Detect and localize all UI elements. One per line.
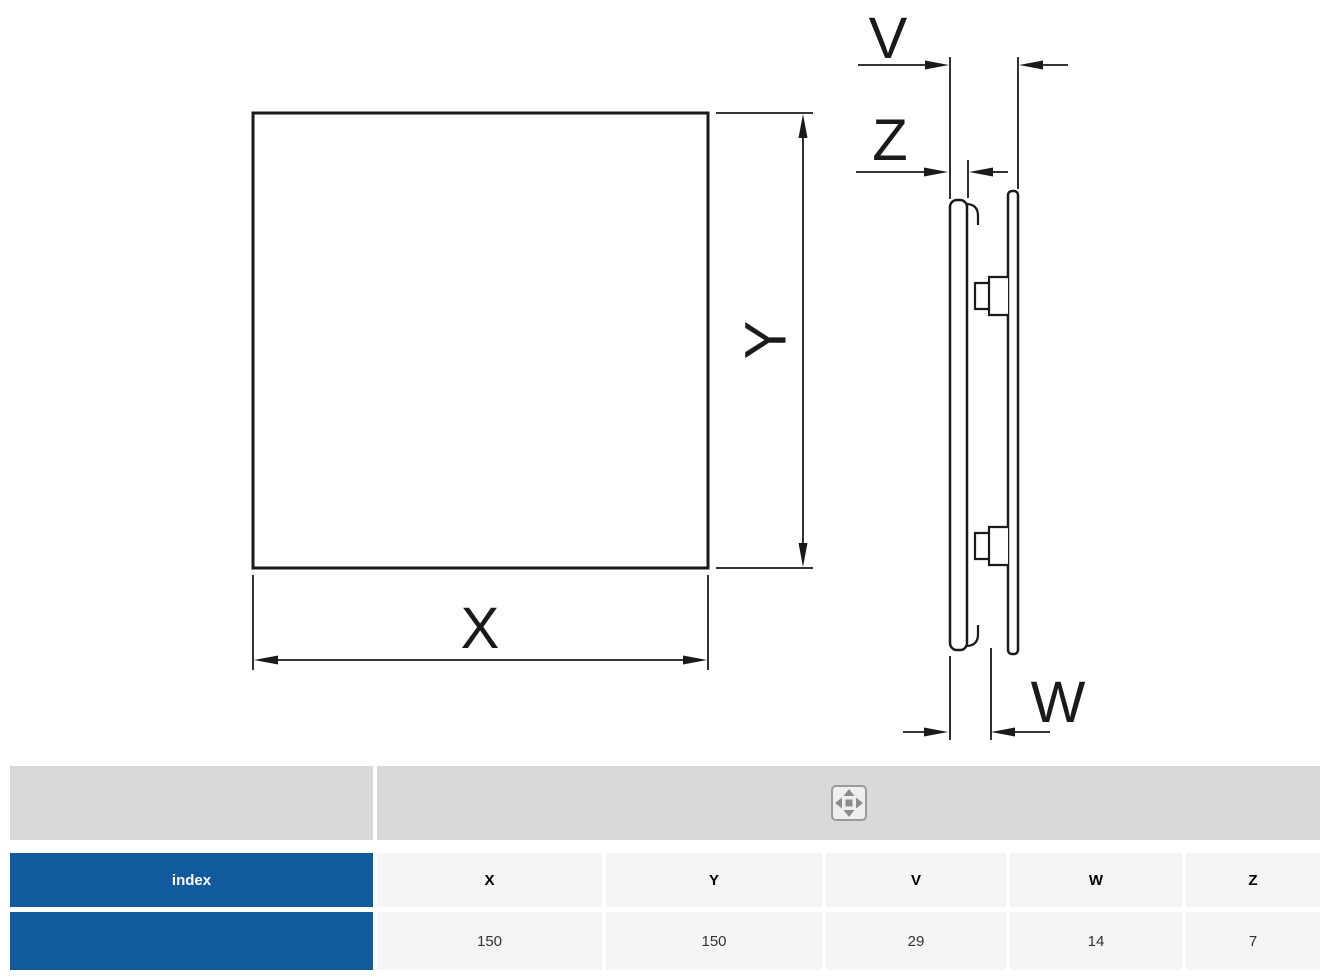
label-z: Z [872, 108, 907, 173]
label-v: V [869, 6, 908, 71]
arrowhead-right-icon [683, 655, 707, 665]
dimensions-icon [830, 785, 867, 821]
dimension-w [903, 648, 1050, 740]
mounting-plate [1006, 189, 1020, 656]
front-view: Y X [251, 111, 813, 670]
index-value-cell [10, 912, 373, 970]
value-x: 150 [377, 912, 602, 970]
dimension-y [716, 112, 813, 569]
upper-boss [973, 275, 1008, 317]
col-header-y: Y [606, 853, 822, 907]
panel-top-hook [965, 202, 980, 225]
table-icon-cell [377, 766, 1320, 840]
col-header-v: V [826, 853, 1006, 907]
panel-slab [948, 198, 969, 652]
mounting-bosses [973, 275, 1008, 567]
panel-bottom-hook [965, 625, 980, 648]
table-header-row [10, 766, 1320, 840]
value-z: 7 [1186, 912, 1320, 970]
table-corner-cell [10, 766, 373, 840]
panel-profile [948, 198, 980, 652]
dimension-drawing: Y X V Z [251, 6, 1086, 740]
arrowhead-down-icon [798, 543, 808, 567]
arrowhead-right-icon [924, 167, 948, 177]
col-header-z: Z [1186, 853, 1320, 907]
arrowhead-left-icon [254, 655, 278, 665]
value-w: 14 [1010, 912, 1182, 970]
col-header-w: W [1010, 853, 1182, 907]
dimension-x [252, 575, 709, 670]
value-y: 150 [606, 912, 822, 970]
table-columns-row: index X Y V W Z [10, 853, 1320, 907]
value-v: 29 [826, 912, 1006, 970]
lower-boss [973, 525, 1008, 567]
side-view: V Z [856, 6, 1086, 740]
col-header-x: X [377, 853, 602, 907]
index-label: index [171, 871, 212, 889]
arrowhead-left-icon [1019, 60, 1043, 70]
label-y: Y [734, 321, 799, 360]
dimension-v [858, 57, 1068, 199]
arrowhead-left-icon [969, 167, 993, 177]
label-w: W [1031, 670, 1086, 735]
spec-table: index X Y V W Z 150 150 29 14 7 [10, 766, 1320, 970]
arrowhead-up-icon [798, 114, 808, 138]
front-panel-outline [251, 111, 710, 570]
arrowhead-left-icon [991, 727, 1015, 737]
label-x: X [461, 596, 500, 661]
table-values-row: 150 150 29 14 7 [10, 912, 1320, 970]
arrowhead-right-icon [925, 60, 949, 70]
index-header-cell: index [10, 853, 373, 907]
arrowhead-right-icon [924, 727, 948, 737]
dimension-z [856, 160, 1008, 198]
